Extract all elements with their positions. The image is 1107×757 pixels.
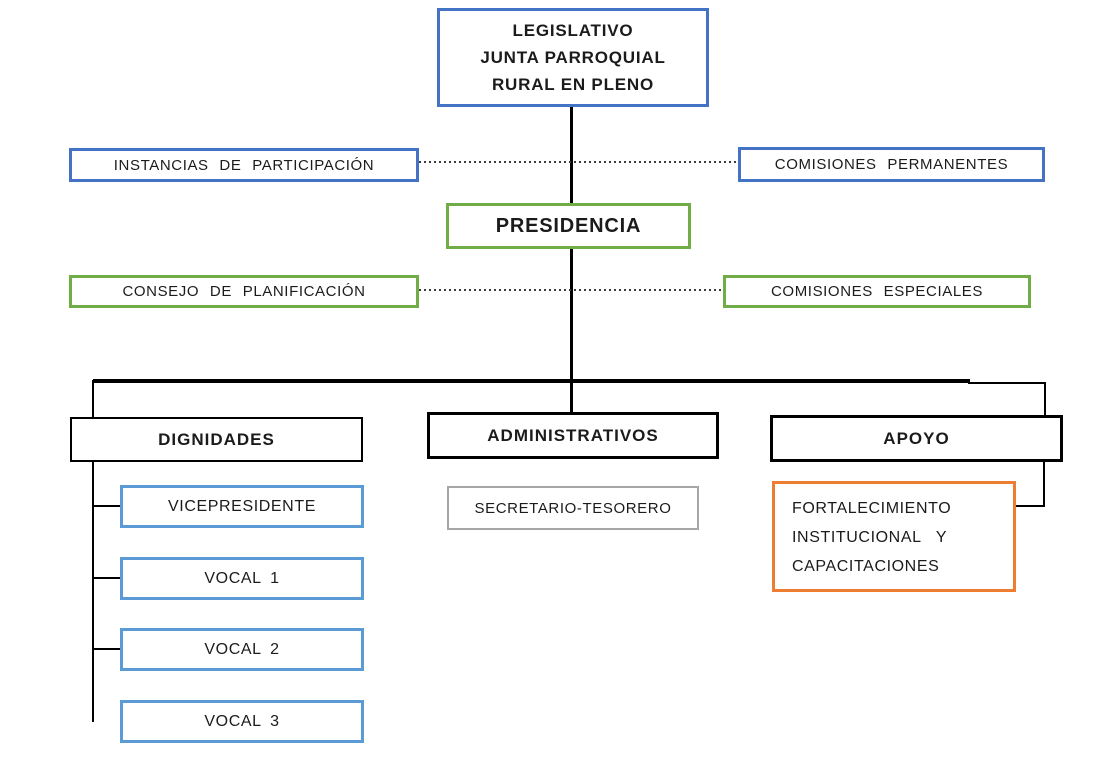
connector-horizontal-bar xyxy=(93,379,970,383)
connector-tick-vocal-1 xyxy=(92,577,120,579)
node-legislativo-line-2: JUNTA PARROQUIAL xyxy=(480,48,666,67)
node-presidencia-label: PRESIDENCIA xyxy=(495,214,642,237)
connector-apoyo-to-fortalecimiento-horizontal xyxy=(1016,505,1045,507)
connector-dignidades-rail xyxy=(92,462,94,722)
dotted-connector-planificacion-especiales xyxy=(419,289,723,291)
node-apoyo-label: APOYO xyxy=(883,428,950,448)
node-vocal-1: VOCAL 1 xyxy=(120,557,364,600)
node-instancias-de-participacion: INSTANCIAS DE PARTICIPACIÓN xyxy=(69,148,419,182)
node-comisiones-permanentes: COMISIONES PERMANENTES xyxy=(738,147,1045,182)
node-presidencia: PRESIDENCIA xyxy=(446,203,691,249)
connector-bar-to-dignidades xyxy=(92,380,94,417)
node-legislativo-junta-parroquial: LEGISLATIVO JUNTA PARROQUIAL RURAL EN PL… xyxy=(437,8,709,107)
node-comisiones-permanentes-label: COMISIONES PERMANENTES xyxy=(774,156,1009,173)
node-dignidades-label: DIGNIDADES xyxy=(158,429,275,449)
connector-tick-vicepresidente xyxy=(92,505,120,507)
node-vicepresidente: VICEPRESIDENTE xyxy=(120,485,364,528)
node-fortalecimiento-line-3: CAPACITACIONES xyxy=(792,558,940,575)
connector-root-to-presidencia xyxy=(570,107,573,203)
connector-tick-vocal-2 xyxy=(92,648,120,650)
node-fortalecimiento-line-1: FORTALECIMIENTO xyxy=(792,500,952,517)
node-secretario-tesorero: SECRETARIO-TESORERO xyxy=(447,486,699,530)
node-consejo-de-planificacion: CONSEJO DE PLANIFICACIÓN xyxy=(69,275,419,308)
connector-bar-to-apoyo xyxy=(1044,383,1046,415)
node-comisiones-especiales-label: COMISIONES ESPECIALES xyxy=(771,283,983,300)
node-administrativos: ADMINISTRATIVOS xyxy=(427,412,719,459)
node-vocal-2-label: VOCAL 2 xyxy=(204,640,280,658)
node-fortalecimiento-institucional: FORTALECIMIENTO INSTITUCIONAL Y CAPACITA… xyxy=(772,481,1016,592)
node-vocal-1-label: VOCAL 1 xyxy=(204,569,280,587)
node-vocal-3-label: VOCAL 3 xyxy=(204,712,280,730)
connector-bar-extension-right xyxy=(968,382,1046,384)
node-secretario-tesorero-label: SECRETARIO-TESORERO xyxy=(474,499,672,517)
node-vicepresidente-label: VICEPRESIDENTE xyxy=(168,497,316,515)
node-vocal-3: VOCAL 3 xyxy=(120,700,364,743)
node-dignidades: DIGNIDADES xyxy=(70,417,363,462)
node-consejo-label: CONSEJO DE PLANIFICACIÓN xyxy=(122,283,366,300)
dotted-connector-participacion-permanentes xyxy=(419,161,738,163)
node-legislativo-line-1: LEGISLATIVO xyxy=(512,21,634,40)
node-vocal-2: VOCAL 2 xyxy=(120,628,364,671)
connector-presidencia-to-administrativos xyxy=(570,249,573,412)
connector-apoyo-to-fortalecimiento-vertical xyxy=(1043,462,1045,507)
node-legislativo-line-3: RURAL EN PLENO xyxy=(491,75,654,94)
node-instancias-label: INSTANCIAS DE PARTICIPACIÓN xyxy=(113,156,375,174)
node-apoyo: APOYO xyxy=(770,415,1063,462)
node-fortalecimiento-line-2: INSTITUCIONAL Y xyxy=(792,529,948,546)
node-comisiones-especiales: COMISIONES ESPECIALES xyxy=(723,275,1031,308)
node-administrativos-label: ADMINISTRATIVOS xyxy=(487,425,659,445)
